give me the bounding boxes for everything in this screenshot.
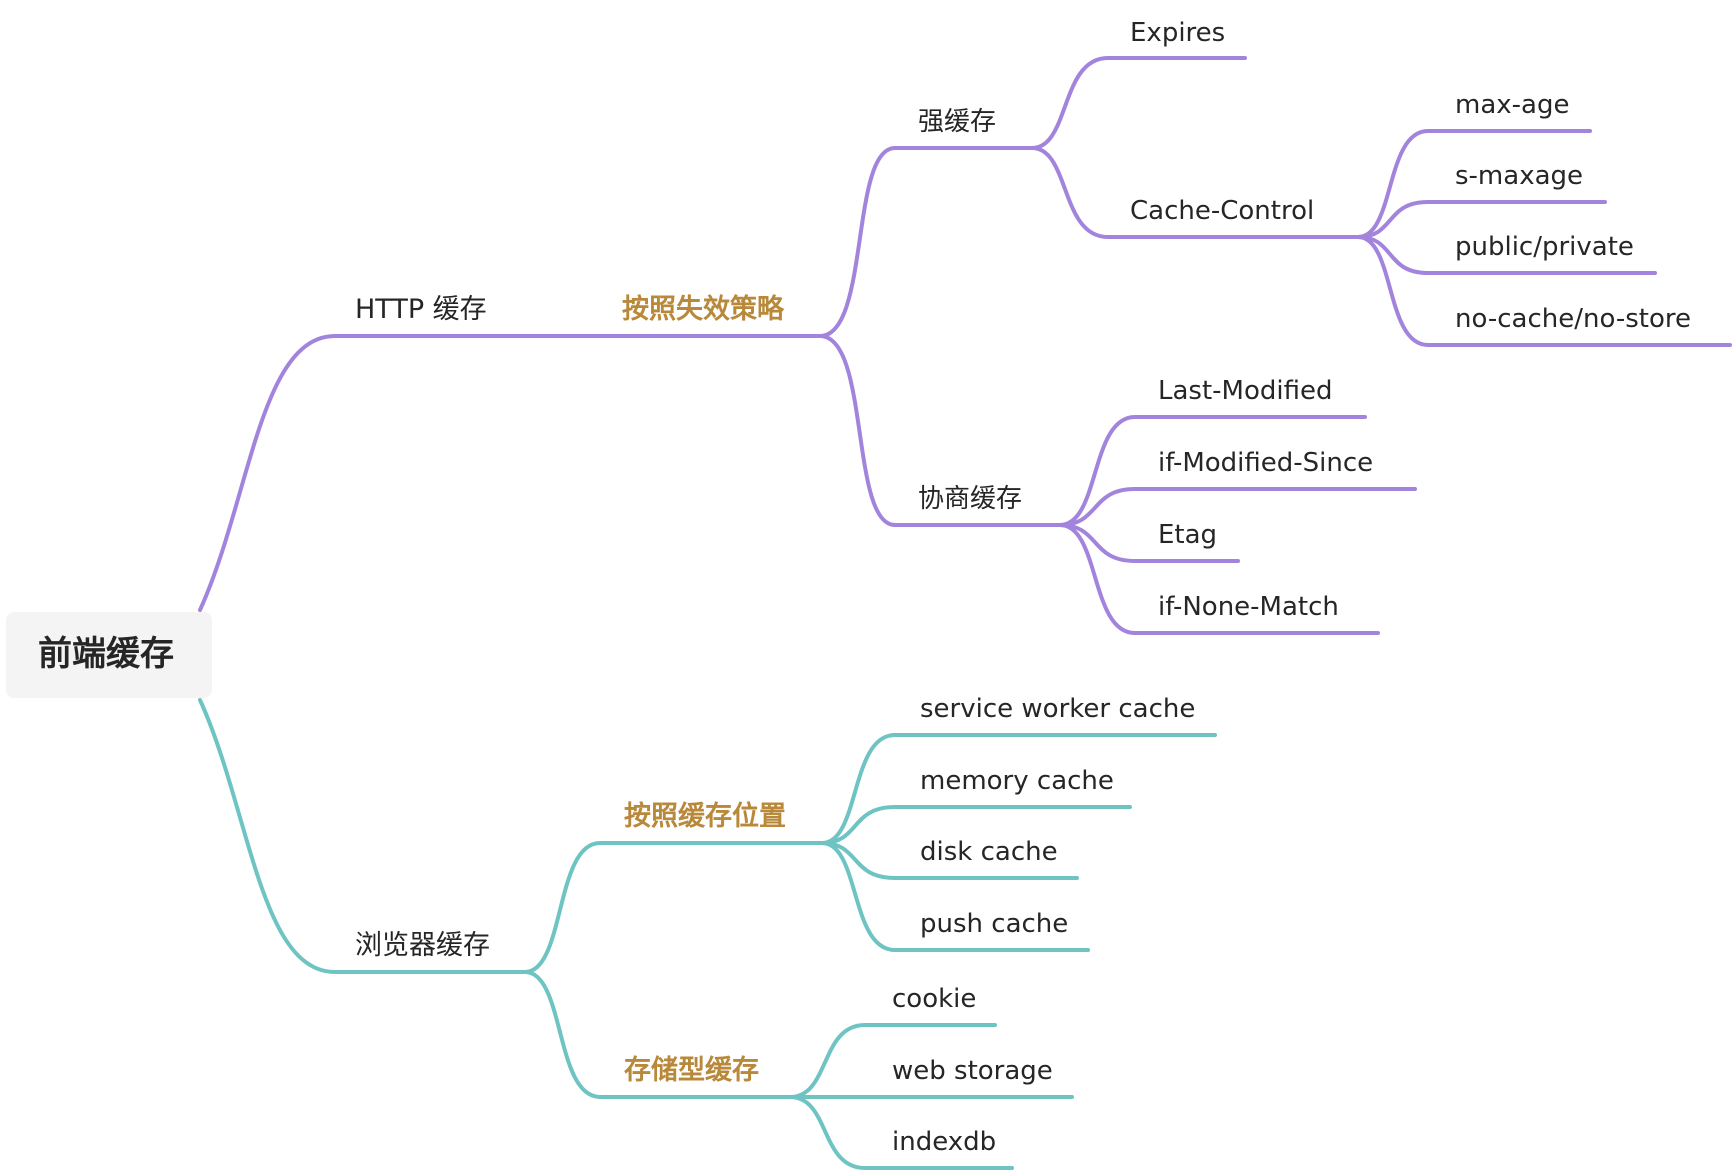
no-cache-no-store-node[interactable]: no-cache/no-store (1455, 304, 1691, 334)
connector-strategy-to-strong-cache (818, 146, 897, 338)
expiration-strategy-node[interactable]: 按照失效策略 (622, 293, 785, 325)
cache-location-node[interactable]: 按照缓存位置 (624, 800, 786, 832)
memory-cache-node[interactable]: memory cache (920, 766, 1114, 796)
cache-control-node[interactable]: Cache-Control (1130, 196, 1314, 226)
disk-cache-node[interactable]: disk cache (920, 837, 1058, 867)
connector-negotiated-to-if-modified-since (1058, 487, 1137, 527)
root-node-box (6, 612, 212, 698)
connector-cache-control-to-no-cache (1356, 235, 1430, 347)
browser-cache-node[interactable]: 浏览器缓存 (355, 930, 490, 961)
connector-root-to-browser (198, 698, 337, 974)
connector-browser-to-storage (523, 970, 602, 1099)
connector-cache-control-to-s-maxage (1356, 200, 1430, 239)
strong-cache-node[interactable]: 强缓存 (918, 107, 996, 137)
etag-node[interactable]: Etag (1158, 520, 1217, 550)
root-node[interactable]: 前端缓存 (6, 612, 212, 698)
http-cache-node[interactable]: HTTP 缓存 (355, 294, 487, 325)
connector-cache-control-to-max-age (1356, 129, 1430, 239)
connector-storage-to-cookie (788, 1023, 867, 1099)
root-node-label: 前端缓存 (38, 634, 174, 674)
connector-root-to-http (198, 334, 337, 612)
connector-strong-to-expires (1030, 56, 1110, 150)
browser-cache-branch (198, 698, 1217, 1170)
if-modified-since-node[interactable]: if-Modified-Since (1158, 448, 1373, 478)
web-storage-node[interactable]: web storage (892, 1056, 1053, 1086)
connector-location-to-memory-cache (820, 805, 897, 845)
s-maxage-node[interactable]: s-maxage (1455, 161, 1583, 191)
connector-location-to-service-worker (820, 733, 897, 845)
public-private-node[interactable]: public/private (1455, 232, 1634, 262)
last-modified-node[interactable]: Last-Modified (1158, 376, 1332, 406)
if-none-match-node[interactable]: if-None-Match (1158, 592, 1339, 622)
storage-cache-node[interactable]: 存储型缓存 (624, 1055, 759, 1086)
connector-strong-to-cache-control (1030, 146, 1110, 239)
indexdb-node[interactable]: indexdb (892, 1127, 996, 1157)
push-cache-node[interactable]: push cache (920, 909, 1068, 939)
service-worker-cache-node[interactable]: service worker cache (920, 694, 1195, 724)
cookie-node[interactable]: cookie (892, 984, 976, 1014)
connector-storage-to-indexdb (788, 1095, 867, 1170)
connector-location-to-push-cache (820, 841, 897, 952)
connector-negotiated-to-if-none-match (1058, 523, 1137, 635)
connector-strategy-to-negotiated-cache (818, 334, 897, 527)
connector-browser-to-location (523, 841, 602, 974)
expires-node[interactable]: Expires (1130, 18, 1225, 48)
negotiated-cache-node[interactable]: 协商缓存 (918, 484, 1022, 514)
connector-negotiated-to-last-modified (1058, 415, 1137, 527)
max-age-node[interactable]: max-age (1455, 90, 1569, 120)
http-cache-branch (198, 56, 1732, 635)
